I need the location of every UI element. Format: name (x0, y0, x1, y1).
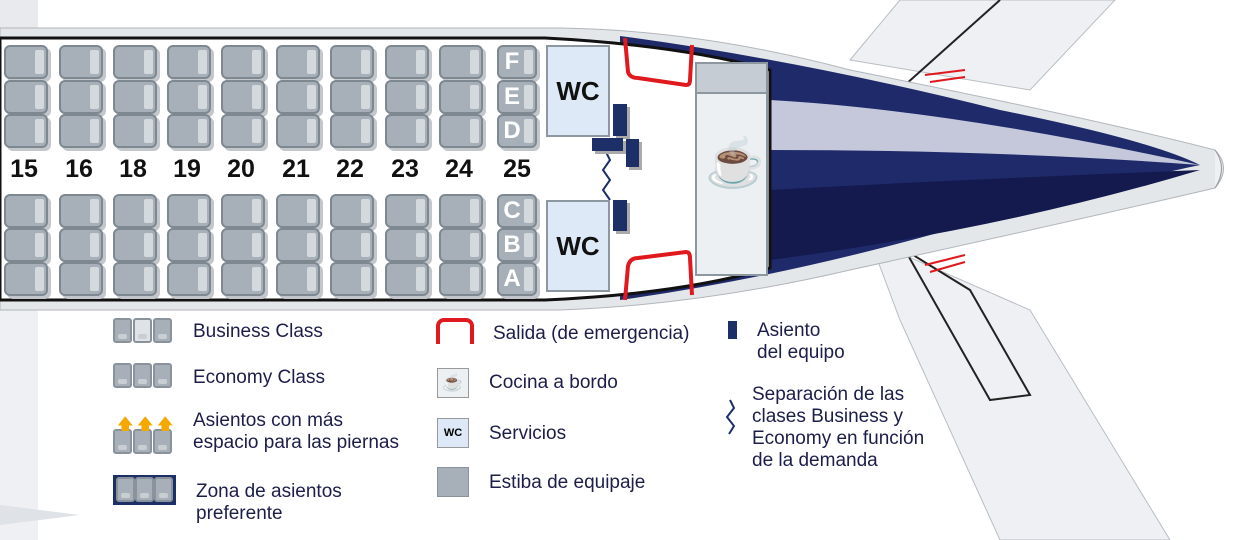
seat-21A[interactable] (276, 262, 320, 296)
seat-24D[interactable] (439, 114, 483, 148)
seat-15E[interactable] (4, 80, 48, 114)
row-number: 16 (65, 155, 93, 183)
seat-20C[interactable] (221, 194, 265, 228)
seat-20F[interactable] (221, 45, 265, 79)
row-number: 20 (227, 155, 255, 183)
seat-21E[interactable] (276, 80, 320, 114)
seat-18C[interactable] (113, 194, 157, 228)
seat-16F[interactable] (59, 45, 103, 79)
seat-20B[interactable] (221, 228, 265, 262)
seat-25B[interactable]: B (497, 228, 537, 262)
legend-exit: Salida (de emergencia) (493, 323, 690, 344)
seat-23F[interactable] (385, 45, 429, 79)
wc-icon: WC (437, 418, 469, 448)
legend-preferred-icon (113, 475, 176, 505)
seat-23E[interactable] (385, 80, 429, 114)
seat-21D[interactable] (276, 114, 320, 148)
seat-21B[interactable] (276, 228, 320, 262)
exit-icon (436, 318, 474, 344)
row-number: 22 (336, 155, 364, 183)
crew-seat (613, 104, 627, 136)
seat-18D[interactable] (113, 114, 157, 148)
seat-16C[interactable] (59, 194, 103, 228)
seat-22D[interactable] (330, 114, 374, 148)
seat-23A[interactable] (385, 262, 429, 296)
seat-22B[interactable] (330, 228, 374, 262)
seat-25C[interactable]: C (497, 194, 537, 228)
seat-25A[interactable]: A (497, 262, 537, 296)
crew-seat (626, 139, 639, 167)
seat-20A[interactable] (221, 262, 265, 296)
seat-16B[interactable] (59, 228, 103, 262)
coffee-cup-icon: ☕ (705, 137, 765, 190)
seat-22E[interactable] (330, 80, 374, 114)
seat-19D[interactable] (167, 114, 211, 148)
seat-24C[interactable] (439, 194, 483, 228)
seat-25D[interactable]: D (497, 114, 537, 148)
row-number: 24 (445, 155, 473, 183)
seat-21F[interactable] (276, 45, 320, 79)
seat-21C[interactable] (276, 194, 320, 228)
seat-19C[interactable] (167, 194, 211, 228)
seat-25F[interactable]: F (497, 45, 537, 79)
legend-stowage: Estiba de equipaje (489, 472, 646, 493)
seat-23B[interactable] (385, 228, 429, 262)
seat-22C[interactable] (330, 194, 374, 228)
seat-16A[interactable] (59, 262, 103, 296)
seat-18A[interactable] (113, 262, 157, 296)
legend-business: Business Class (193, 321, 323, 342)
seat-22F[interactable] (330, 45, 374, 79)
seat-23D[interactable] (385, 114, 429, 148)
crew-seat-icon (728, 321, 737, 339)
seat-15C[interactable] (4, 194, 48, 228)
seat-23C[interactable] (385, 194, 429, 228)
seat-24B[interactable] (439, 228, 483, 262)
seat-18B[interactable] (113, 228, 157, 262)
crew-seat (613, 200, 627, 231)
wc-rear: WC (546, 200, 610, 292)
stowage-icon (437, 467, 469, 497)
seat-19E[interactable] (167, 80, 211, 114)
seat-25E[interactable]: E (497, 80, 537, 114)
seat-20D[interactable] (221, 114, 265, 148)
separator-zigzag-icon (725, 399, 736, 435)
legend-galley: Cocina a bordo (489, 372, 618, 393)
seat-15D[interactable] (4, 114, 48, 148)
seat-18F[interactable] (113, 45, 157, 79)
seat-15A[interactable] (4, 262, 48, 296)
row-number: 23 (391, 155, 419, 183)
seat-19B[interactable] (167, 228, 211, 262)
seat-15B[interactable] (4, 228, 48, 262)
arrow-up-icon: 🡅 (157, 416, 174, 433)
legend-services: Servicios (489, 423, 567, 444)
row-number: 21 (282, 155, 310, 183)
legend-economy: Economy Class (193, 367, 325, 388)
seat-24F[interactable] (439, 45, 483, 79)
wc-front: WC (546, 45, 610, 137)
seat-16E[interactable] (59, 80, 103, 114)
seat-24E[interactable] (439, 80, 483, 114)
seat-24A[interactable] (439, 262, 483, 296)
seat-18E[interactable] (113, 80, 157, 114)
seat-22A[interactable] (330, 262, 374, 296)
row-number: 15 (10, 155, 38, 183)
seat-19F[interactable] (167, 45, 211, 79)
row-number: 18 (119, 155, 147, 183)
seat-15F[interactable] (4, 45, 48, 79)
seat-16D[interactable] (59, 114, 103, 148)
seat-19A[interactable] (167, 262, 211, 296)
galley-icon: ☕ (437, 368, 469, 398)
crew-seat (592, 138, 623, 151)
row-number: 19 (173, 155, 201, 183)
seat-20E[interactable] (221, 80, 265, 114)
row-number: 25 (503, 155, 531, 183)
arrow-up-icon: 🡅 (117, 416, 134, 433)
arrow-up-icon: 🡅 (137, 416, 154, 433)
galley: ☕ (695, 62, 768, 276)
